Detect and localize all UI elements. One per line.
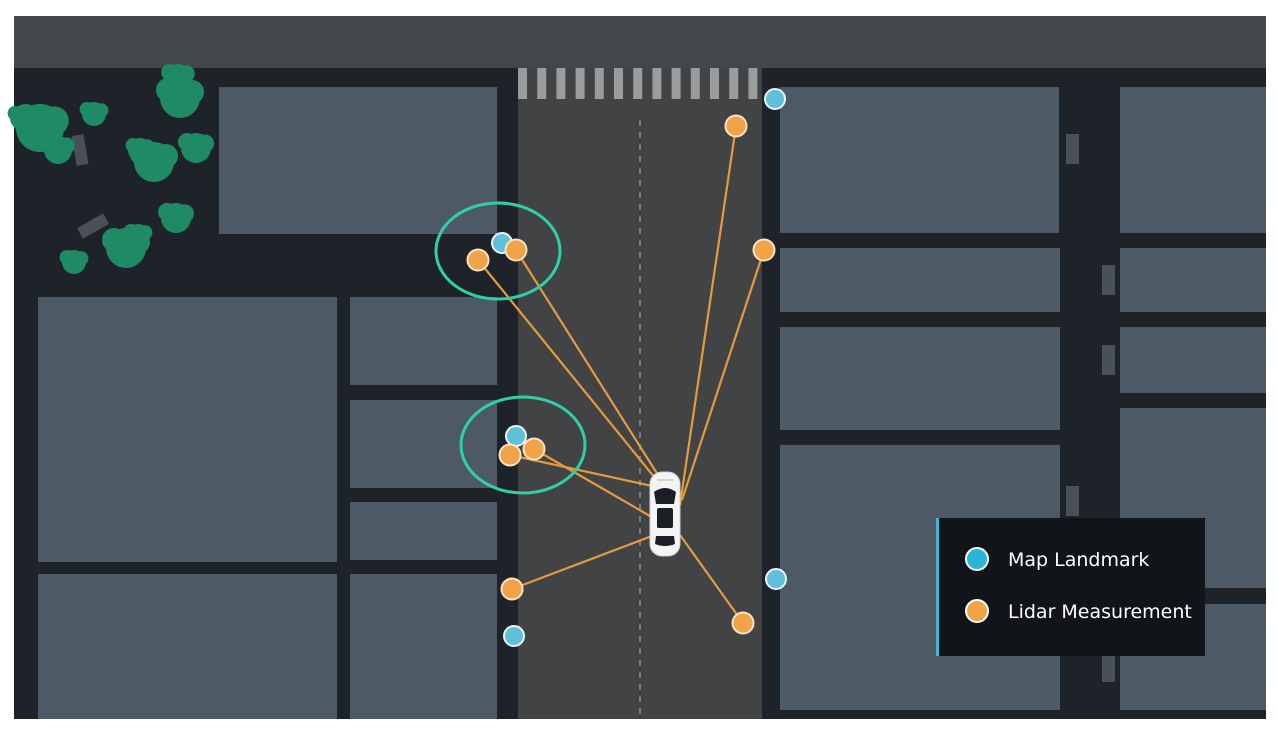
tree	[123, 224, 153, 248]
legend: Map Landmark Lidar Measurement	[936, 518, 1205, 656]
measurement-dot-icon	[500, 577, 524, 601]
building-block	[1120, 87, 1266, 233]
parked-car	[1102, 345, 1115, 375]
tree	[79, 102, 109, 126]
lidar-ray	[678, 125, 738, 506]
parked-car	[77, 213, 109, 239]
lidar-ray	[511, 534, 653, 591]
measurement-dot-icon	[731, 611, 755, 635]
right-city-blocks	[780, 87, 1266, 710]
measurement-dot-icon	[752, 238, 776, 262]
tree	[7, 106, 37, 130]
crosswalk-stripe	[748, 68, 758, 99]
tree	[158, 203, 194, 233]
measurement-dot-icon	[965, 599, 989, 623]
landmark-dot-icon	[764, 88, 786, 110]
crosswalk-stripe	[575, 68, 585, 99]
car-icon	[649, 471, 681, 557]
crosswalk-stripe	[537, 68, 547, 99]
measurement-dot-icon	[504, 238, 528, 262]
parked-car	[1066, 486, 1079, 516]
tree	[178, 133, 214, 163]
measurement-dot-icon	[724, 114, 748, 138]
building-block	[219, 87, 497, 234]
building-block	[350, 297, 497, 385]
crosswalk	[518, 68, 758, 99]
crosswalk-stripe	[652, 68, 662, 99]
crosswalk-stripe	[729, 68, 739, 99]
parked-car	[1066, 134, 1079, 164]
building-block	[780, 248, 1060, 312]
legend-accent-bar	[936, 518, 939, 656]
parked-car	[71, 134, 89, 166]
legend-label-lidar-measurement: Lidar Measurement	[1008, 601, 1192, 623]
landmark-markers	[491, 88, 787, 647]
building-block	[38, 574, 337, 719]
measurement-markers	[466, 114, 776, 635]
association-ellipses	[434, 201, 587, 495]
landmark-dot-icon	[765, 568, 787, 590]
crosswalk-stripe	[690, 68, 700, 99]
crosswalk-stripe	[594, 68, 604, 99]
measurement-dot-icon	[498, 443, 522, 467]
landmark-dot-icon	[503, 625, 525, 647]
tree	[59, 250, 89, 274]
lidar-ray	[679, 534, 744, 624]
tree	[41, 136, 75, 164]
crosswalk-stripe	[614, 68, 623, 99]
trees	[7, 64, 214, 274]
building-block	[350, 502, 497, 560]
main-road	[518, 68, 762, 719]
building-block	[780, 327, 1060, 430]
building-block	[350, 574, 497, 719]
tree	[161, 64, 195, 92]
crosswalk-stripe	[556, 68, 566, 99]
left-city-blocks	[38, 87, 497, 719]
lidar-ray	[477, 259, 656, 479]
crosswalk-stripe	[671, 68, 681, 99]
parked-cars	[71, 134, 1115, 682]
building-block	[780, 87, 1059, 233]
building-block	[1120, 327, 1266, 393]
measurement-dot-icon	[466, 248, 490, 272]
parked-car	[1102, 652, 1115, 682]
association-ellipse	[459, 395, 587, 495]
crosswalk-stripe	[710, 68, 719, 99]
legend-label-map-landmark: Map Landmark	[1008, 549, 1149, 571]
landmark-dot-icon	[965, 547, 989, 571]
measurement-dot-icon	[522, 437, 546, 461]
building-block	[38, 297, 337, 562]
parked-car	[1102, 265, 1115, 295]
legend-panel	[936, 518, 1205, 656]
lidar-ray	[680, 249, 766, 501]
crosswalk-stripe	[633, 68, 643, 99]
top-road-band	[14, 16, 1266, 68]
lidar-ray	[533, 448, 651, 517]
association-ellipse	[434, 201, 562, 301]
landmark-dot-icon	[505, 425, 527, 447]
tree	[125, 138, 155, 162]
building-block	[1120, 248, 1266, 312]
crosswalk-stripe	[518, 68, 527, 99]
